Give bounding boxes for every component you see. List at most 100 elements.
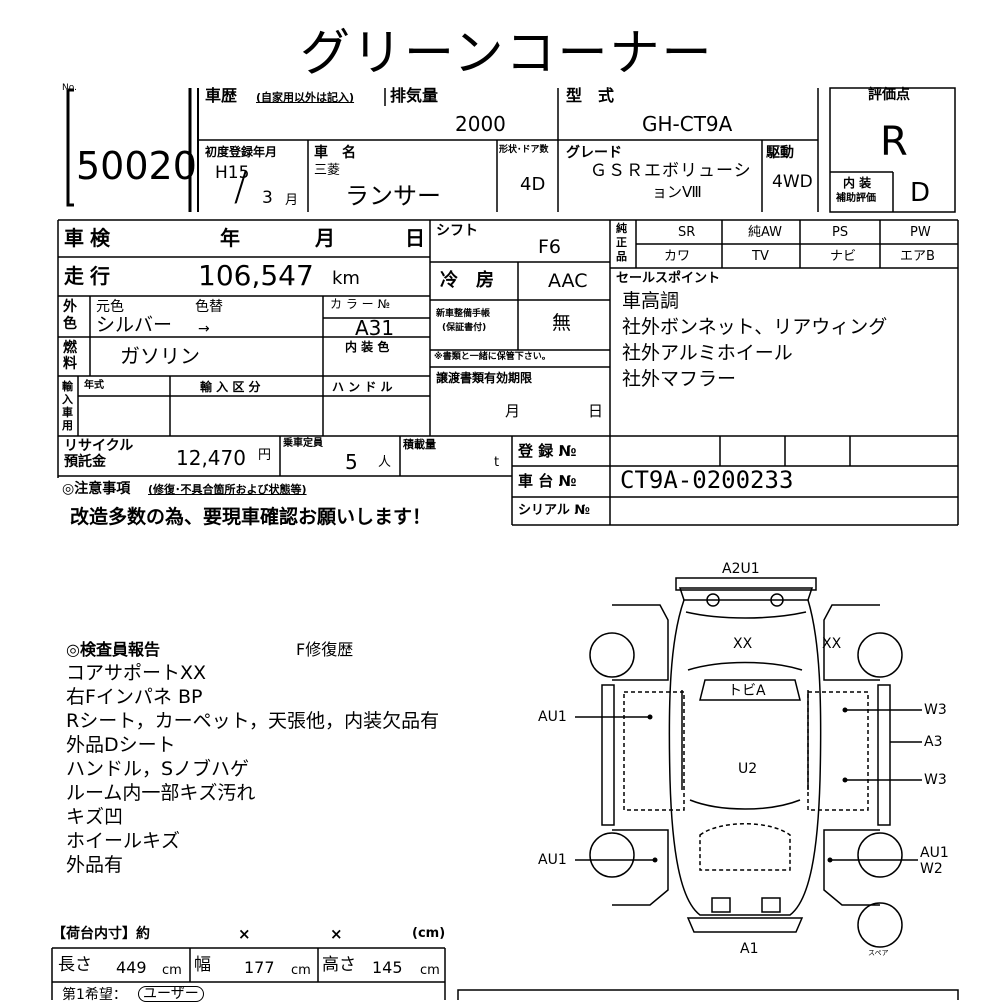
fuel-value: ガソリン xyxy=(120,344,200,368)
no-label: No. xyxy=(62,83,77,93)
car-name: ランサー xyxy=(345,182,441,210)
history-label: 車歴 xyxy=(205,86,238,105)
height-label: 高さ xyxy=(322,955,356,975)
first-reg-month: 3 xyxy=(262,188,273,208)
page-title: グリーンコーナー xyxy=(300,24,714,82)
model-label: 型 式 xyxy=(566,86,615,105)
diag-bottom: A1 xyxy=(740,941,759,957)
grade-line-1: ＧＳＲエボリューシ xyxy=(590,161,752,181)
mileage-label: 走行 xyxy=(64,264,116,288)
chassis-value: CT9A-0200233 xyxy=(620,466,794,494)
interior-score: D xyxy=(910,178,931,208)
import-label: 輸入車用 xyxy=(62,380,73,432)
report-repair: F修復歴 xyxy=(296,640,354,659)
equip-sr: SR xyxy=(678,225,696,240)
diag-right-rear-1: AU1 xyxy=(920,845,949,861)
length-unit: cm xyxy=(162,963,182,978)
first-reg-label: 初度登録年月 xyxy=(205,145,278,159)
diag-spare: スペア xyxy=(868,949,889,957)
equip-pw: PW xyxy=(910,225,931,240)
equip-airbag: エアB xyxy=(900,249,935,264)
maint-label-1: 新車整備手帳 xyxy=(436,309,491,319)
chassis-label: 車 台 № xyxy=(518,472,577,490)
eval-score: R xyxy=(880,119,908,165)
grade-line-2: ョンⅧ xyxy=(652,183,702,201)
reg-no-label: 登 録 № xyxy=(518,442,577,460)
equip-aw: 純AW xyxy=(748,225,783,240)
drive-value: 4WD xyxy=(772,172,813,192)
height-value: 145 xyxy=(372,958,403,977)
serial-label: シリアル № xyxy=(518,503,591,518)
owner-label: 第1希望： xyxy=(62,987,127,1003)
report-title: ◎検査員報告 xyxy=(66,640,160,659)
int-color-label: 内 装 色 xyxy=(345,340,390,354)
fuel-label: 燃料 xyxy=(63,340,77,372)
equipment-label: 純正品 xyxy=(616,222,627,263)
diag-right-1: W3 xyxy=(924,702,947,718)
body-label: 形状･ドア数 xyxy=(499,145,549,155)
ext-color-label-2: 色 xyxy=(63,316,77,332)
shift-label: シフト xyxy=(436,223,478,239)
recycle-amount: 12,470 xyxy=(176,446,246,470)
transfer-day: 日 xyxy=(588,402,604,420)
year-type-label: 年式 xyxy=(84,380,104,391)
recycle-label-1: リサイクル xyxy=(64,438,134,454)
displacement-label: 排気量 xyxy=(390,86,439,105)
report-line-3: Rシート，カーペット，天張他，内装欠品有 xyxy=(66,710,440,732)
sales-point-3: 社外アルミホイール xyxy=(622,342,793,364)
width-value: 177 xyxy=(244,958,275,977)
recycle-yen: 円 xyxy=(258,448,272,463)
report-line-6: ルーム内一部キズ汚れ xyxy=(66,782,256,804)
maint-value: 無 xyxy=(552,312,572,334)
notes-text: 改造多数の為、要現車確認お願いします！ xyxy=(70,506,432,528)
cargo-label: 【荷台内寸】約 xyxy=(52,926,150,942)
diag-roof-tag: トビA xyxy=(728,683,766,699)
capacity-label: 乗車定員 xyxy=(283,438,323,449)
report-line-5: ハンドル，Sノブハゲ xyxy=(66,758,250,780)
ext-color-label-1: 外 xyxy=(63,299,77,315)
diag-hood: XX xyxy=(733,636,753,652)
orig-color-value: シルバー xyxy=(96,314,173,336)
shift-value: F6 xyxy=(538,236,562,258)
maker: 三菱 xyxy=(314,163,341,178)
diag-right-3: W3 xyxy=(924,772,947,788)
shaken-year: 年 xyxy=(220,226,240,250)
sales-point-2: 社外ボンネット、リアウィング xyxy=(622,316,888,338)
maint-note: ※書類と一緒に保管下さい。 xyxy=(434,352,551,362)
equip-navi: ナビ xyxy=(830,249,857,264)
sales-point-4: 社外マフラー xyxy=(622,368,737,390)
arrow-icon: → xyxy=(198,321,210,337)
grade-label: グレード xyxy=(566,145,622,161)
report-line-2: 右Fインパネ BP xyxy=(66,686,203,708)
car-name-label: 車 名 xyxy=(314,145,356,161)
equip-leather: カワ xyxy=(664,249,691,264)
person-unit: 人 xyxy=(378,455,392,470)
interior-label-2: 補助評価 xyxy=(836,193,876,204)
mileage-unit: km xyxy=(332,268,360,289)
car-diagram xyxy=(575,577,922,948)
diag-left-rear: AU1 xyxy=(538,852,567,868)
color-no-label: カ ラ ー № xyxy=(330,297,390,311)
notes-label: ◎注意事項 xyxy=(62,481,131,497)
recycle-label-2: 預託金 xyxy=(64,454,106,470)
capacity-value: 5 xyxy=(345,450,358,474)
displacement-value: 2000 xyxy=(455,112,506,136)
history-note: (自家用以外は記入) xyxy=(256,91,355,104)
drive-label: 駆動 xyxy=(766,145,794,161)
load-label: 積載量 xyxy=(403,438,436,451)
doors-value: 4D xyxy=(520,174,546,195)
lot-number: 50020 xyxy=(76,144,197,188)
cargo-times-2: × xyxy=(330,925,343,943)
length-value: 449 xyxy=(116,958,147,977)
eval-label: 評価点 xyxy=(868,87,910,103)
length-label: 長さ xyxy=(58,955,92,975)
shaken-day: 日 xyxy=(405,226,425,250)
width-unit: cm xyxy=(291,963,311,978)
orig-color-label: 元色 xyxy=(96,299,124,315)
interior-label-1: 内 装 xyxy=(843,176,872,190)
width-label: 幅 xyxy=(194,955,211,975)
shaken-month: 月 xyxy=(315,226,335,250)
load-unit: t xyxy=(494,455,500,470)
diag-center: U2 xyxy=(738,761,758,777)
